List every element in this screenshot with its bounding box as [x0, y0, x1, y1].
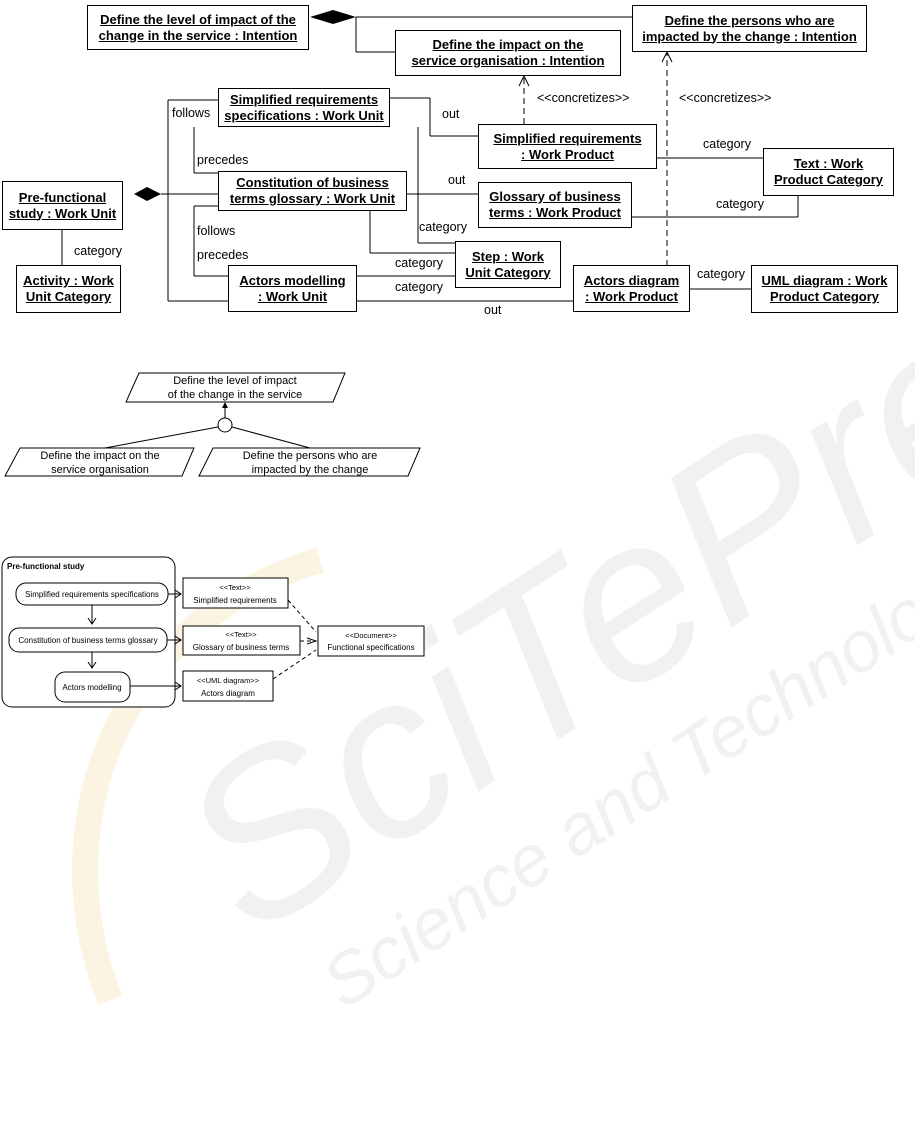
label-category: category [703, 137, 751, 151]
document-box [317, 625, 425, 657]
goal-tree: Define the level of impact of the change… [4, 372, 421, 477]
product-stereotype: <<Text>> [219, 583, 251, 592]
label-precedes: precedes [197, 153, 249, 167]
label-category: category [74, 244, 122, 258]
label-concretizes: <<concretizes>> [679, 91, 772, 105]
product-box [182, 577, 289, 609]
top-model-connectors [61, 10, 799, 302]
goal-left-shape [4, 447, 195, 477]
label-out: out [448, 173, 466, 187]
label-category: category [697, 267, 745, 281]
activity-diagram: Pre-functional study Simplified requirem… [1, 556, 425, 708]
label-category: category [395, 280, 443, 294]
product-stereotype: <<Text>> [225, 630, 257, 639]
arrowhead [661, 50, 673, 63]
label-out: out [484, 303, 502, 317]
label-precedes: precedes [197, 248, 249, 262]
goal-left-line1: Define the impact on the [40, 450, 159, 462]
goal-right-shape [198, 447, 421, 477]
goal-right-line1: Define the persons who are [243, 450, 378, 462]
goal-right-line2: impacted by the change [252, 464, 369, 476]
goal-left-line2: service organisation [51, 464, 149, 476]
workproduct-actors-diagram: Actors diagram: Work Product [573, 265, 690, 312]
label-concretizes: <<concretizes>> [537, 91, 630, 105]
label-follows: follows [197, 224, 236, 238]
arrowhead [518, 74, 530, 87]
activity-label: Actors modelling [62, 683, 121, 692]
goal-root-shape [125, 372, 346, 403]
document-name: Functional specifications [327, 643, 414, 652]
label-category: category [419, 220, 467, 234]
label-out: out [442, 107, 460, 121]
workproduct-simplified-req: Simplified requirements: Work Product [478, 124, 657, 169]
product-name: Glossary of business terms [193, 643, 289, 652]
activity-label: Simplified requirements specifications [25, 590, 159, 599]
arrowhead [222, 402, 228, 408]
goal-root-line2: of the change in the service [168, 389, 303, 401]
product-name: Simplified requirements [193, 596, 277, 605]
label-category: category [395, 256, 443, 270]
product-stereotype: <<UML diagram>> [197, 676, 260, 685]
activity-frame-title: Pre-functional study [7, 562, 85, 571]
workunit-actors-modelling: Actors modelling: Work Unit [228, 265, 357, 312]
label-category: category [716, 197, 764, 211]
composition-diamond [310, 10, 356, 24]
activity-node [54, 671, 131, 703]
document-stereotype: <<Document>> [345, 631, 397, 640]
goal-root-line1: Define the level of impact [173, 375, 297, 387]
label-follows: follows [172, 106, 211, 120]
activity-label: Constitution of business terms glossary [18, 636, 157, 645]
product-box [182, 625, 301, 656]
composition-diamond [134, 187, 161, 201]
product-name: Actors diagram [201, 689, 255, 698]
product-box [182, 670, 274, 702]
refinement-node [217, 417, 233, 433]
